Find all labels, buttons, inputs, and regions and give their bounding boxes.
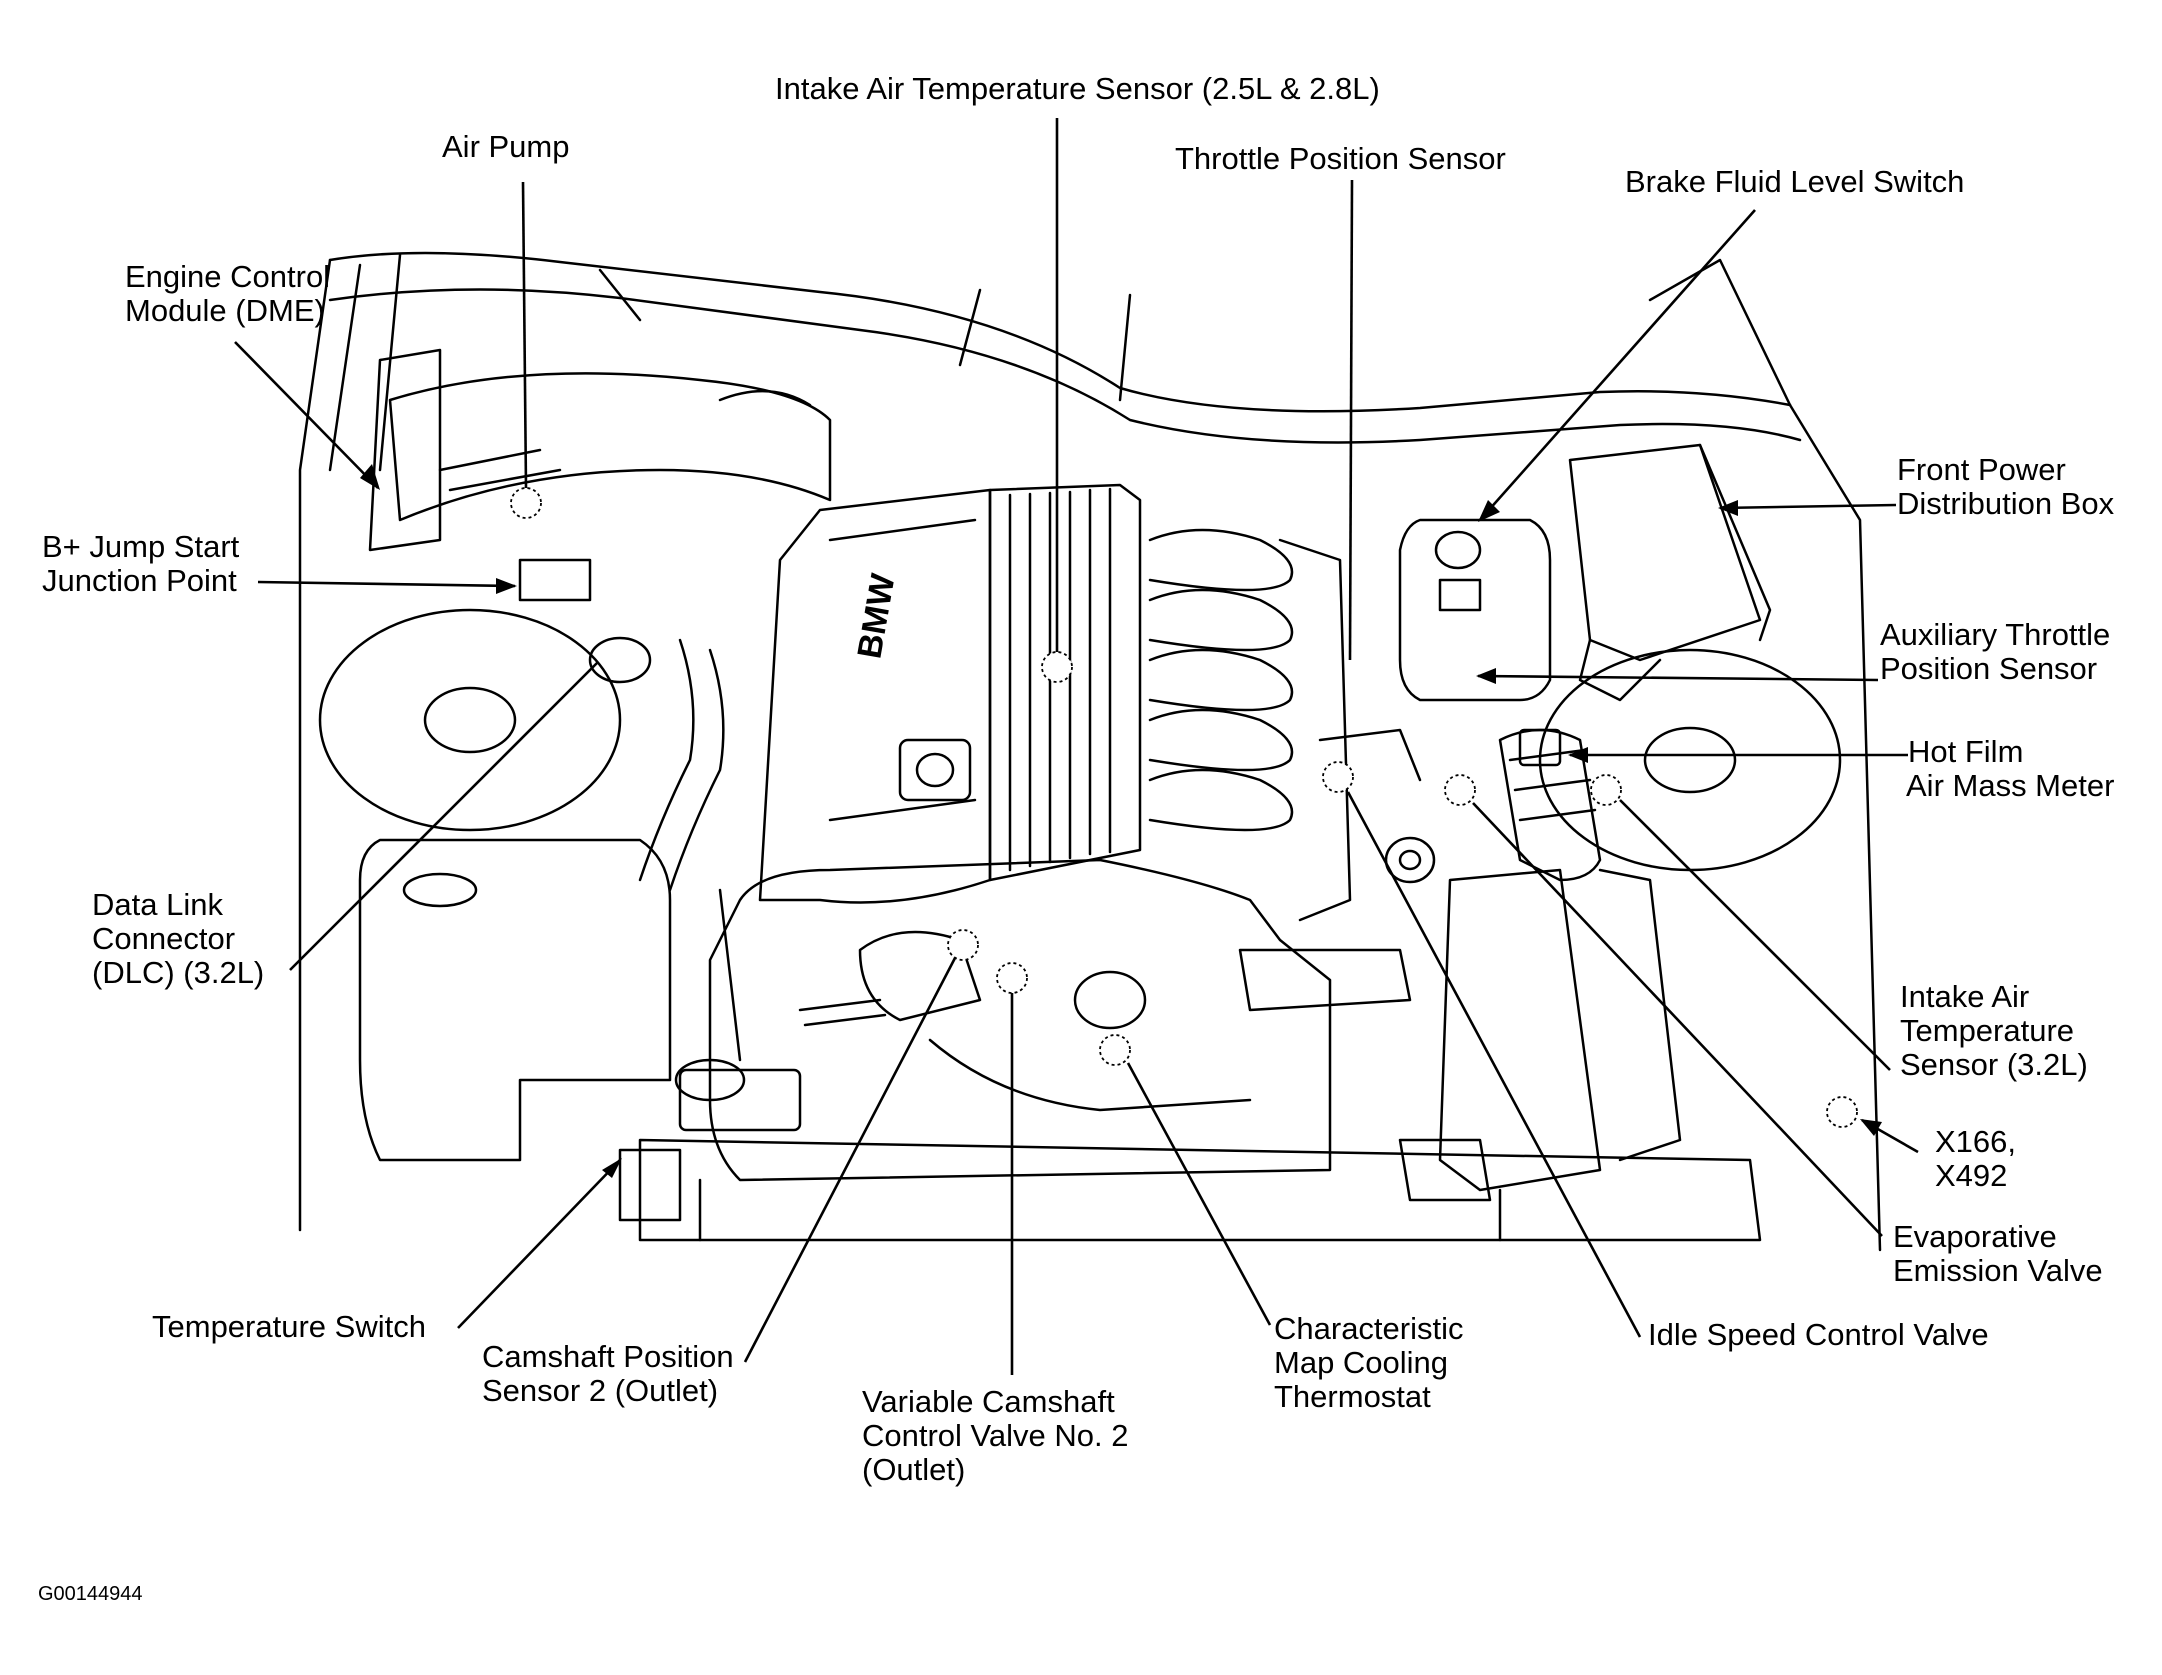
label-data-link-connector: Data Link Connector (DLC) (3.2L) <box>92 887 265 990</box>
label-auxiliary-throttle-position-sensor: Auxiliary Throttle Position Sensor <box>1880 617 2111 686</box>
figure-id: G00144944 <box>38 1583 143 1605</box>
cowl-panel <box>388 372 832 522</box>
hoses <box>638 638 1436 1062</box>
label-idle-speed-control-valve: Idle Speed Control Valve <box>1648 1317 1989 1352</box>
marker-iat-32 <box>1590 774 1622 806</box>
left-strut-tower <box>318 608 652 832</box>
label-evaporative-emission-valve: Evaporative Emission Valve <box>1893 1219 2103 1288</box>
label-iat-25-28: Intake Air Temperature Sensor (2.5L & 2.… <box>775 71 1380 106</box>
marker-thermostat <box>1099 1034 1131 1066</box>
intake-plenum <box>988 483 1142 882</box>
leader-temp-switch <box>457 1159 621 1329</box>
lower-left-components <box>618 1058 802 1222</box>
label-jump-start-junction: B+ Jump Start Junction Point <box>42 529 240 598</box>
label-engine-control-module: Engine Control Module (DME) <box>125 259 331 328</box>
leader-idle-valve <box>1346 791 1642 1338</box>
air-intake-boot <box>1498 728 1602 882</box>
leader-front-power <box>1719 503 1897 510</box>
label-hot-film-air-mass-meter: Hot Film Air Mass Meter <box>1906 734 2115 803</box>
marker-idle-valve <box>1322 761 1354 793</box>
label-x166-x492: X166, X492 <box>1935 1124 2017 1193</box>
arrow-jump-start <box>496 578 517 594</box>
label-intake-air-temperature-sensor-32: Intake Air Temperature Sensor (3.2L) <box>1900 979 2088 1082</box>
label-camshaft-position-sensor-2: Camshaft Position Sensor 2 (Outlet) <box>482 1339 734 1408</box>
timing-cover <box>708 858 1332 1182</box>
leader-thermostat <box>1126 1062 1272 1326</box>
coolant-reservoir <box>358 838 672 1162</box>
brake-fluid-reservoir <box>1398 518 1552 702</box>
power-distribution-box <box>1568 443 1772 702</box>
air-filter-housing <box>1438 868 1682 1192</box>
label-temperature-switch: Temperature Switch <box>152 1309 426 1344</box>
leader-iat-32 <box>1619 799 1891 1071</box>
marker-air-pump <box>510 487 542 519</box>
label-air-pump: Air Pump <box>442 129 570 164</box>
leader-ecm <box>234 341 379 489</box>
thermostat-housing <box>1238 948 1492 1202</box>
leader-evap <box>1472 802 1883 1237</box>
radiator-support <box>638 1138 1762 1242</box>
leader-dlc <box>289 661 599 971</box>
label-characteristic-map-cooling-thermostat: Characteristic Map Cooling Thermostat <box>1274 1311 1464 1414</box>
arrow-x166 <box>1860 1119 1882 1136</box>
label-throttle-position-sensor: Throttle Position Sensor <box>1175 141 1506 176</box>
hood-outline <box>298 251 1882 1252</box>
label-variable-camshaft-control-valve: Variable Camshaft Control Valve No. 2 (O… <box>862 1384 1129 1487</box>
leader-brake-fluid <box>1479 209 1756 521</box>
engine-logo: BMW <box>850 570 902 661</box>
arrow-aux-tps <box>1476 668 1496 684</box>
arrow-ecm <box>360 464 380 490</box>
label-front-power-distribution-box: Front Power Distribution Box <box>1897 452 2115 521</box>
marker-cam-sensor <box>947 929 979 961</box>
leader-jump-start <box>257 580 516 588</box>
ecm-box <box>368 348 592 602</box>
leader-air-pump <box>521 181 528 489</box>
marker-evap <box>1444 774 1476 806</box>
marker-cam-valve <box>996 962 1028 994</box>
arrow-front-power <box>1718 500 1738 516</box>
leader-tps <box>1348 179 1354 661</box>
arrow-temp-switch <box>602 1158 622 1178</box>
arrow-brake-fluid <box>1478 500 1500 522</box>
leader-aux-tps <box>1477 674 1879 682</box>
marker-iat-25-28 <box>1041 651 1073 683</box>
leader-cam-sensor <box>743 957 957 1363</box>
valve-cover <box>758 488 992 904</box>
arrow-hot-film <box>1568 747 1588 763</box>
marker-x166 <box>1826 1096 1858 1128</box>
intake-runners <box>1148 528 1352 922</box>
label-brake-fluid-level-switch: Brake Fluid Level Switch <box>1625 164 1965 199</box>
